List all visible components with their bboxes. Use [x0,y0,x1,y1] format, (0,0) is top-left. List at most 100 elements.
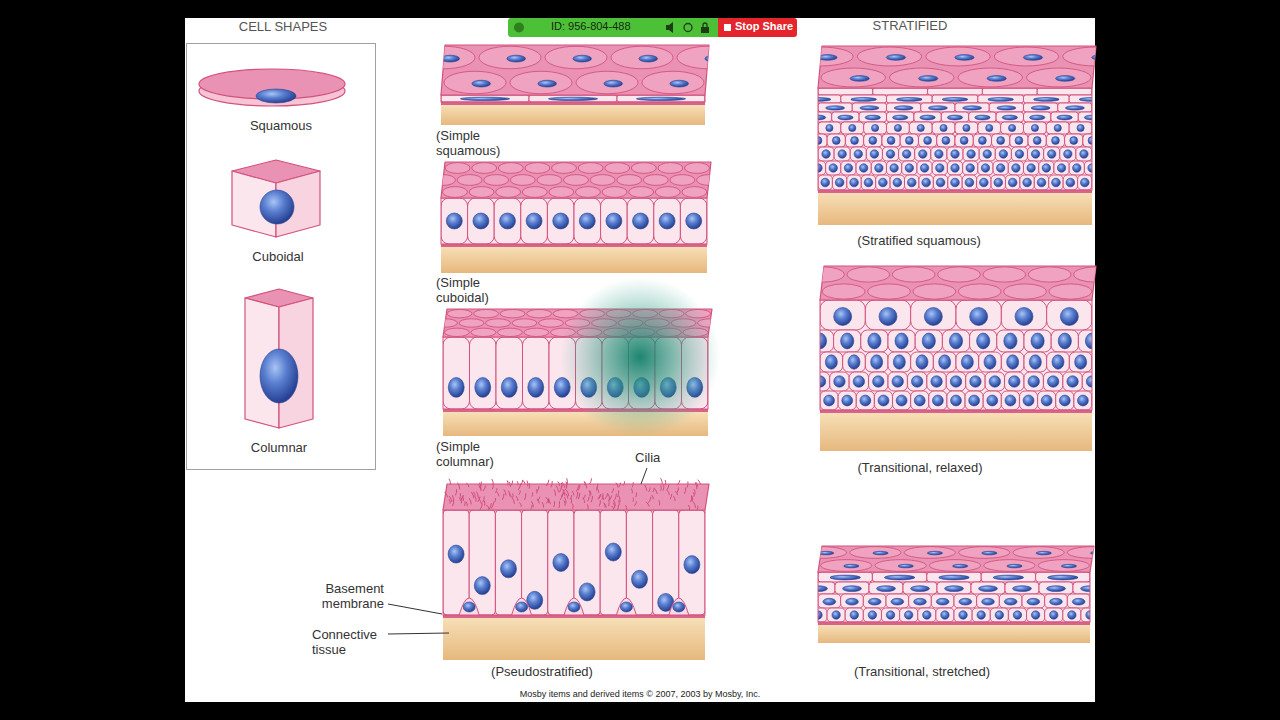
epithelial-cell [887,95,933,103]
connective-tissue [820,413,1092,451]
cilium [562,482,564,487]
top-cell [696,175,721,186]
nucleus [873,376,884,387]
epithelial-cell [1005,175,1019,190]
top-cell [510,71,572,94]
epithelial-cell [973,134,991,147]
epithelial-cell [864,122,887,134]
nucleus [884,575,914,580]
nucleus [892,376,903,387]
cilium [504,489,506,495]
epithelial-cell [918,134,936,147]
cilium [631,489,632,494]
epithelial-cell [820,391,838,410]
cilium [469,498,471,504]
nucleus [894,106,913,110]
cilium [619,496,620,502]
nucleus [1052,137,1060,145]
nucleus [1015,308,1033,326]
nucleus [919,150,927,158]
epithelial-cell [529,95,617,102]
nucleus [951,150,959,158]
nucleus [842,586,861,592]
cilium [529,483,531,488]
top-cell [500,309,525,317]
top-cells [777,267,1162,299]
nucleus [1088,164,1092,172]
epithelial-cell [1084,161,1092,175]
nucleus [868,611,876,619]
cilium [460,493,461,499]
epithelial-cell [1043,372,1062,391]
nucleus [1012,164,1020,172]
nucleus [632,570,648,588]
cilium [558,501,560,508]
nucleus [902,150,910,158]
epithelial-cell [989,103,1023,112]
text-holder: CELL SHAPES [239,20,327,35]
epithelial-cell [893,391,911,410]
nucleus [830,575,860,580]
top-cell [1074,267,1117,282]
nucleus [826,106,845,110]
cilium [512,493,514,497]
nucleus [936,178,945,187]
epithelial-cell [1024,122,1047,134]
share-toolbar: ID: 956-804-488 [508,18,718,37]
cilium [572,504,574,509]
nucleus [988,97,1014,101]
nucleus [832,137,840,145]
epithelial-cell [1049,175,1063,190]
nucleus [579,213,595,229]
cell-layer-ground [441,95,705,102]
nucleus [931,376,942,387]
nucleus [1036,551,1051,555]
top-cell [419,163,444,174]
tissue-caption: (Pseudostratified) [491,665,593,680]
epithelial-cell [991,175,1005,190]
cilium [554,501,555,507]
top-cell [539,319,564,327]
top-cell [605,163,630,174]
epithelial-cell [899,147,915,161]
nucleus [907,178,916,187]
top-cell [378,71,440,94]
nucleus [1077,395,1088,406]
nucleus [538,80,557,87]
top-cell [958,68,1022,87]
epithelial-cell [547,198,574,244]
nucleus [952,564,967,568]
cilium [558,482,560,487]
top-cell [821,68,885,87]
basal-cell [564,598,584,615]
cilium [645,485,647,491]
cilium [449,499,450,503]
cilium [496,491,499,496]
epithelial-cell [970,330,997,352]
cilium [584,481,585,485]
nucleus [916,355,928,369]
epithelial-cell [937,582,971,594]
nucleus [818,164,822,172]
cilium [694,489,695,494]
cilium [478,497,480,502]
epithelial-cell [1024,372,1043,391]
tissue-caption: (Transitional, stretched) [854,665,990,680]
nucleus [864,178,873,187]
epithelial-cell [929,391,947,410]
cilium [605,493,607,498]
epithelial-cell [888,330,915,352]
nucleus [970,308,988,326]
nucleus [834,308,852,326]
cilium [566,493,568,498]
epithelial-cell [865,352,888,372]
epithelial-cell [1078,175,1092,190]
epithelial-cell [1024,95,1070,103]
nucleus [406,80,425,87]
nucleus [818,97,831,101]
epithelial-cell [1063,175,1077,190]
top-cell [447,309,472,317]
top-cell [418,328,443,336]
epithelial-cell [997,330,1024,352]
columnar-cell [600,510,626,615]
